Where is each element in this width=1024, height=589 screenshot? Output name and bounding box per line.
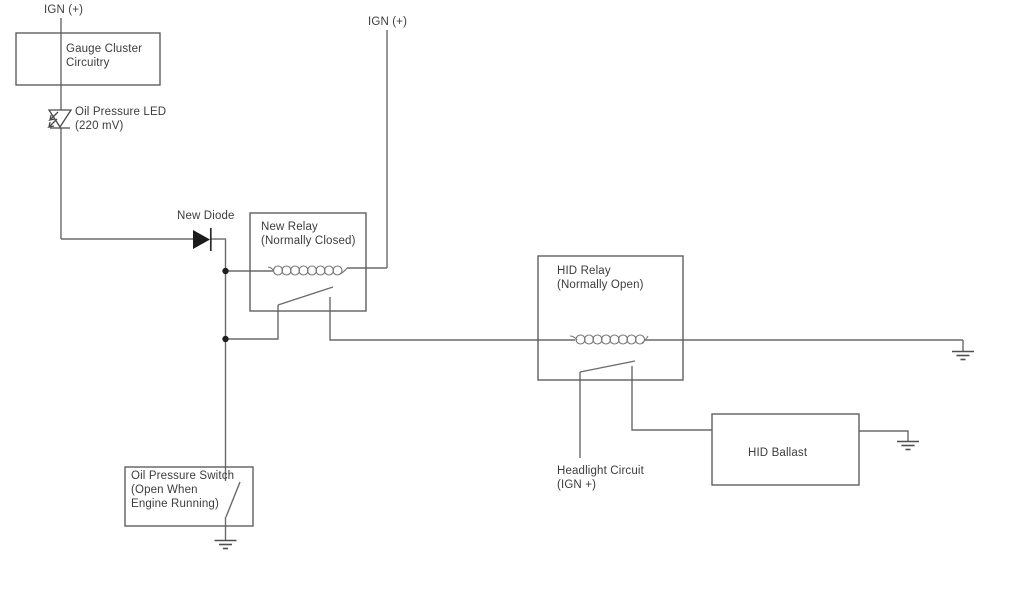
oil-pressure-switch-box [124, 466, 254, 527]
hid-ballast-label: HID Ballast [748, 447, 808, 459]
wire-ballast-to-ground [859, 430, 909, 441]
coil-exit [339, 267, 348, 275]
headlight-circuit-label: Headlight Circuit (IGN +) [557, 464, 644, 492]
coil-loop [315, 265, 326, 276]
oil-pressure-led-label-line1: Oil Pressure LED [75, 106, 167, 118]
junction-dot [222, 267, 229, 275]
hid-relay-box [537, 255, 684, 381]
coil-loop [289, 265, 301, 276]
coil-loop [332, 265, 343, 276]
new-relay-label-line2: (Normally Closed) [261, 235, 356, 247]
ign-left-label: IGN (+) [44, 4, 84, 16]
coil-loop [609, 334, 620, 345]
diode-symbol [193, 228, 212, 251]
coil-entry [569, 335, 578, 341]
wire-relay-to-ballast [631, 366, 712, 431]
gauge-cluster-label: Gauge Cluster Circuitry [66, 42, 142, 70]
hid-ballast-box [711, 413, 860, 486]
new-relay-blade [277, 286, 334, 306]
coil-loop [298, 265, 309, 276]
new-relay-label: New Relay (Normally Closed) [261, 220, 356, 248]
oil-pressure-switch-label-line2: (Open When [131, 484, 198, 496]
hid-relay-coil [569, 334, 649, 345]
ign-right-label: IGN (+) [368, 16, 408, 28]
new-relay-common-wire [225, 305, 279, 340]
junction-dots [222, 267, 229, 343]
headlight-circuit-label-line2: (IGN +) [557, 479, 597, 491]
diode-triangle [193, 230, 210, 249]
ground-symbol-ballast [897, 440, 919, 451]
coil-loop [592, 334, 603, 345]
oil-pressure-switch-label-line3: Engine Running) [131, 498, 219, 510]
oil-pressure-led-label-line2: (220 mV) [75, 120, 124, 132]
ground-symbols [214, 350, 974, 550]
coil-loop [281, 265, 292, 276]
component-boxes [15, 32, 860, 527]
coil-loop [323, 265, 335, 276]
coil-entry [267, 266, 275, 272]
hid-relay-label-line2: (Normally Open) [557, 279, 644, 291]
coil-exit [641, 335, 649, 344]
coil-loop [575, 334, 586, 345]
coil-loop [272, 265, 284, 276]
coil-loop [583, 334, 595, 345]
new-relay-box [249, 212, 367, 312]
headlight-circuit-label-line1: Headlight Circuit [557, 465, 644, 477]
new-diode-label: New Diode [177, 210, 235, 222]
coil-loop [634, 334, 646, 345]
led-symbol [47, 109, 73, 129]
oil-switch-blade [225, 481, 241, 518]
oil-pressure-switch-label: Oil Pressure Switch (Open When Engine Ru… [131, 469, 234, 511]
hid-relay-label-line1: HID Relay [557, 265, 611, 277]
gauge-cluster-label-line2: Circuitry [66, 57, 110, 69]
new-relay-label-line1: New Relay [261, 221, 318, 233]
ground-symbol-oil-switch [214, 539, 237, 550]
led-emission-arrow [47, 118, 58, 129]
coil-loop [626, 334, 637, 345]
wires [60, 18, 964, 540]
ground-symbol-top-right [952, 350, 974, 361]
new-relay-coil [267, 265, 348, 276]
oil-pressure-switch-label-line1: Oil Pressure Switch [131, 470, 235, 482]
gauge-cluster-label-line1: Gauge Cluster [66, 43, 143, 55]
oil-pressure-led-label: Oil Pressure LED (220 mV) [75, 105, 166, 133]
coil-loop [617, 334, 629, 345]
hid-relay-label: HID Relay (Normally Open) [557, 264, 644, 292]
coil-loop [306, 265, 318, 276]
hid-relay-blade [579, 360, 636, 373]
junction-dot [222, 335, 229, 343]
coil-loop [600, 334, 612, 345]
led-emission-arrow [48, 111, 59, 122]
gauge-cluster-box [15, 32, 161, 86]
